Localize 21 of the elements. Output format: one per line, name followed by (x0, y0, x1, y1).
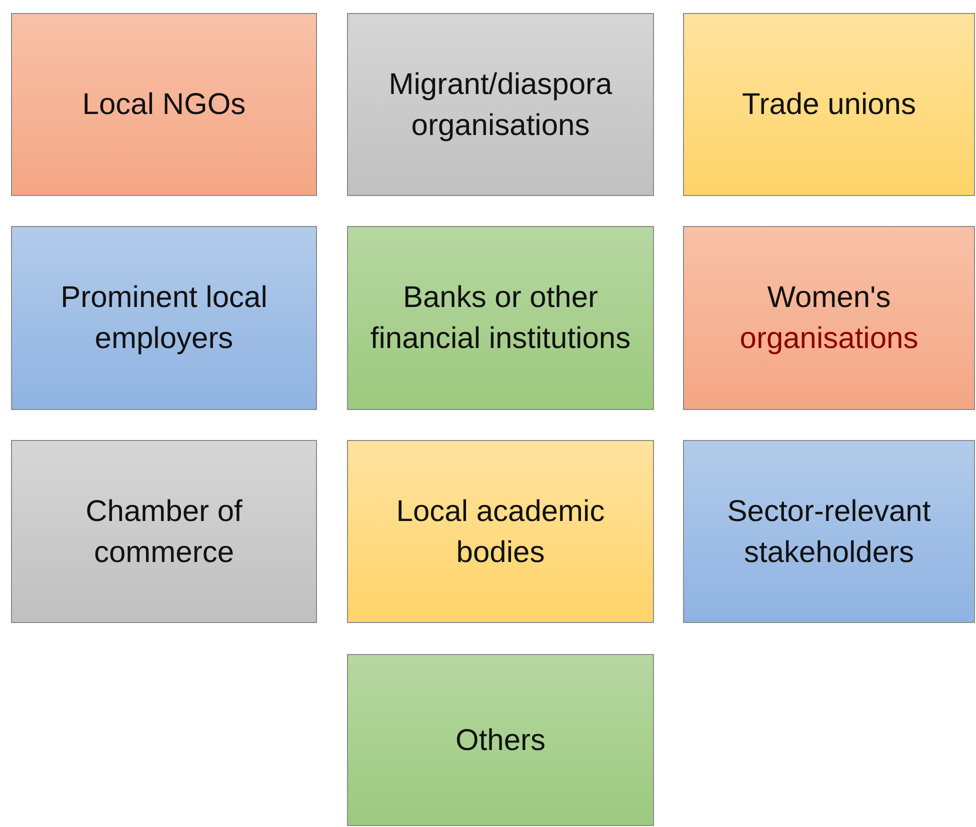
box-label: Women's (767, 280, 891, 316)
box-label: Chamber of commerce (84, 494, 244, 570)
box-label: Local NGOs (82, 87, 246, 123)
box-label: Sector-relevant stakeholders (726, 494, 932, 570)
box-label: Migrant/diaspora organisations (388, 66, 614, 144)
category-box (11, 13, 317, 196)
category-box (347, 440, 654, 623)
category-box (347, 654, 654, 826)
box-label: Banks or other financial institutions (369, 280, 632, 357)
category-box (683, 226, 975, 410)
box-label: Trade unions (742, 87, 916, 123)
box-label: organisations (740, 321, 918, 357)
category-box (11, 226, 317, 410)
category-box (683, 440, 975, 623)
category-box (347, 226, 654, 410)
category-box (11, 440, 317, 623)
box-label: Local academic bodies (395, 494, 606, 570)
category-box (683, 13, 975, 196)
box-label: Prominent local employers (60, 280, 268, 357)
category-box (347, 13, 654, 196)
box-label: Others (455, 722, 546, 758)
